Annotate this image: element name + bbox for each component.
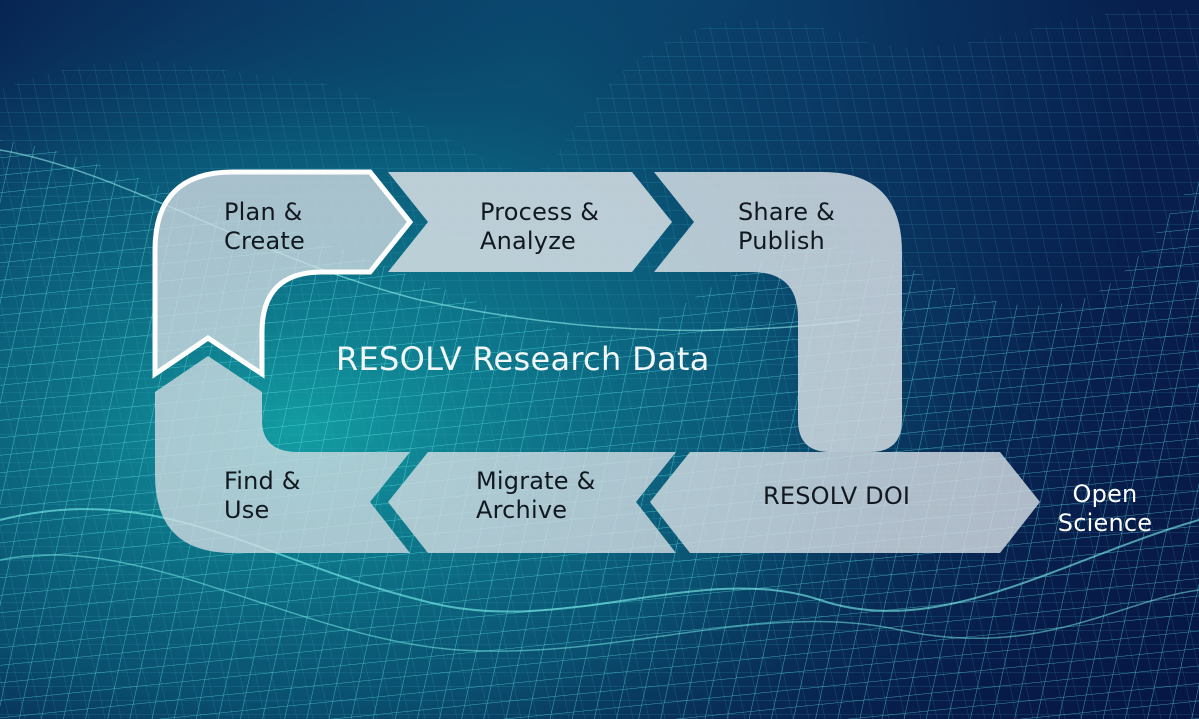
step-plan-create: Plan & Create: [224, 198, 305, 255]
migrate-archive-arrow[interactable]: [388, 452, 676, 553]
diagram-title: RESOLV Research Data: [336, 340, 710, 378]
step-process-analyze: Process & Analyze: [480, 198, 600, 255]
step-share-publish: Share & Publish: [738, 198, 836, 255]
process-analyze-arrow[interactable]: [388, 172, 672, 272]
find-use-arrow[interactable]: [155, 356, 410, 553]
step-find-use: Find & Use: [224, 467, 301, 524]
step-migrate-archive: Migrate & Archive: [476, 467, 596, 524]
outcome-open-science: Open Science: [1057, 480, 1153, 537]
step-resolv-doi: RESOLV DOI: [763, 482, 911, 510]
resolv-doi-arrow[interactable]: [650, 452, 1040, 553]
plan-create-arrow[interactable]: [152, 169, 414, 379]
share-publish-arrow[interactable]: [654, 172, 902, 452]
